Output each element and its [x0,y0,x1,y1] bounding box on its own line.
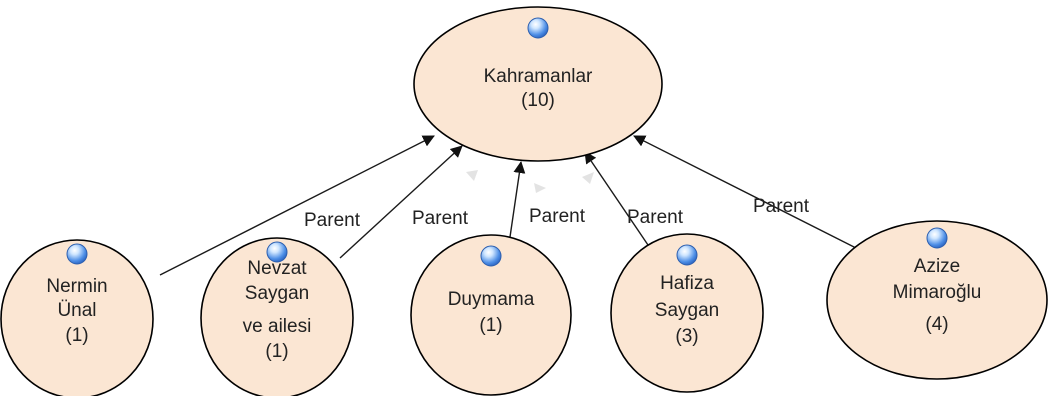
edge-azize-to-root[interactable] [633,135,857,249]
root-node[interactable]: Kahramanlar (10) [413,6,663,162]
edges-group [159,135,857,276]
node-label: (1) [265,341,288,362]
blue-sphere-icon [66,243,88,265]
node-label: Kahramanlar [484,66,593,87]
edge-label: Parent [529,206,586,227]
edge-nermin-to-root[interactable] [159,135,435,276]
node-label: (4) [925,314,948,335]
node-label: Duymama [448,289,535,310]
ghost-arrow-marks [466,170,594,193]
blue-sphere-icon [676,244,698,266]
edge-nevzat-to-root[interactable] [339,145,463,259]
edge-hafiza-to-root[interactable] [584,151,649,246]
node-label: Ünal [57,300,96,321]
node-nermin-unal[interactable]: Nermin Ünal (1) [0,239,154,396]
edge-label: Parent [753,196,810,217]
edge-duymama-to-root[interactable] [509,161,526,238]
node-label: (3) [675,326,698,347]
node-label: Nermin [46,276,107,297]
node-label: Mimaroğlu [893,282,982,303]
edge-label: Parent [304,210,361,231]
node-azize-mimaroglu[interactable]: Azize Mimaroğlu (4) [826,220,1048,380]
blue-sphere-icon [527,17,549,39]
edge-label: Parent [412,208,469,229]
node-ellipse [0,239,154,396]
node-ellipse [610,233,764,393]
root-node-ellipse [413,6,663,162]
blue-sphere-icon [266,241,288,263]
node-label: Saygan [655,300,719,321]
node-ellipse [410,234,572,396]
node-label: ve ailesi [243,316,312,337]
node-label: Nevzat [247,258,307,279]
node-ellipse [826,220,1048,380]
node-label: (1) [65,325,88,346]
node-label: (1) [479,315,502,336]
node-duymama[interactable]: Duymama (1) [410,234,572,396]
node-label: (10) [521,90,555,111]
node-hafiza-saygan[interactable]: Hafiza Saygan (3) [610,233,764,393]
blue-sphere-icon [480,245,502,267]
node-ellipse [200,237,354,396]
edge-label: Parent [627,207,684,228]
node-nevzat-saygan[interactable]: Nevzat Saygan ve ailesi (1) [200,237,354,396]
blue-sphere-icon [926,227,948,249]
node-label: Azize [914,256,960,277]
edge-labels-group: Parent Parent Parent Parent Parent [304,196,810,231]
node-label: Hafiza [660,273,714,294]
node-label: Saygan [245,283,309,304]
